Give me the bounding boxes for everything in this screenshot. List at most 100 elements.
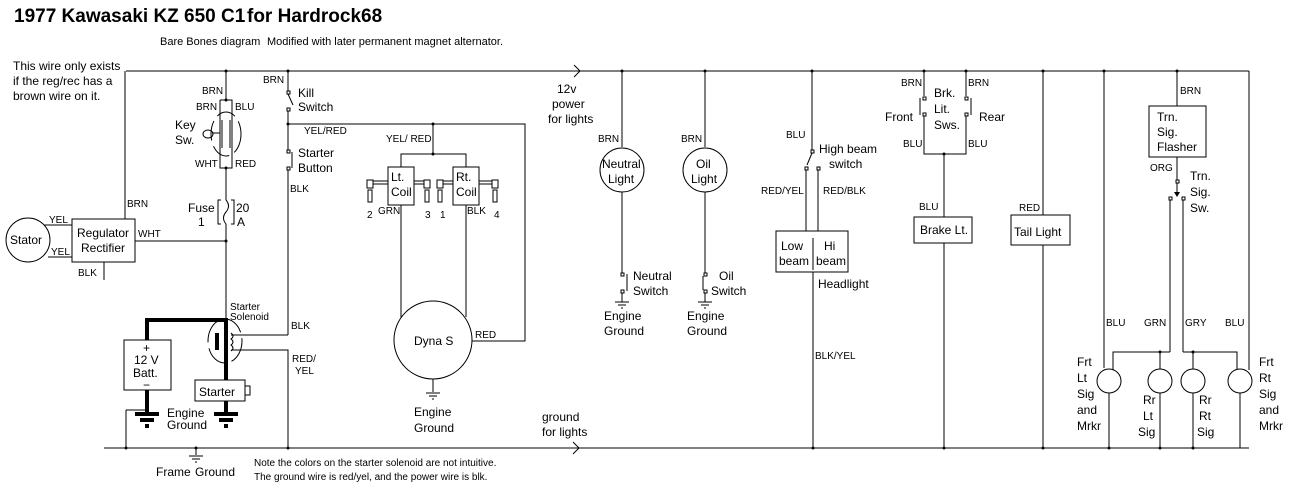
dyna-ground-icon [426,392,440,400]
battery [123,339,172,391]
wire-label-brn-key: BRN [202,86,223,97]
kill-switch-label-2: Switch [298,100,333,114]
starter-ground-icon [214,412,238,428]
diagram-title: 1977 Kawasaki KZ 650 C1 [14,6,246,27]
brake-switches-label-1: Brk. [934,86,955,100]
stator [5,217,51,263]
rr-lt-label: Rr Lt Sig [1138,393,1156,439]
wire-label-red-yel-2: YEL [295,366,314,377]
wire-label-wht-key: WHT [195,159,218,170]
svg-text:Sig: Sig [1138,425,1155,439]
fuse-label-2: 1 [198,215,205,229]
power-bus-label-1: 12v [557,82,576,96]
brake-switches-label-3: Sws. [934,118,960,132]
dyna-ground-label-1: Engine [414,405,452,419]
wire-label-blk-yel: BLK/YEL [815,351,856,362]
svg-text:Frt: Frt [1077,355,1092,369]
regulator-label-2: Rectifier [81,241,125,255]
wire-label-yel-red: YEL/RED [304,126,347,137]
neutral-switch-label-1: Neutral [633,269,672,283]
svg-text:Lt: Lt [1077,371,1088,385]
svg-text:and: and [1259,403,1279,417]
battery-ground-icon [135,412,159,428]
frame-ground-label-2: Ground [195,465,235,479]
svg-text:Rr: Rr [1199,393,1212,407]
wire-label-blk-button: BLK [290,184,309,195]
power-bus-label-2: power [552,97,585,111]
wire-label-brn-flasher: BRN [1180,86,1201,97]
wire-label-brn-key2: BRN [196,102,217,113]
svg-text:Rt: Rt [1259,371,1272,385]
rr-rt-label: Rr Rt Sig [1197,393,1214,439]
high-beam-switch[interactable] [804,149,821,171]
wire-label-yel-red-coils: YEL/ RED [386,134,432,145]
high-beam-switch-label-1: High beam [819,142,877,156]
headlight-low-1: Low [781,239,803,253]
svg-text:Rt: Rt [1199,409,1212,423]
wire-label-grn-ts: GRN [1144,318,1166,329]
flasher-label-1: Trn. [1157,110,1178,124]
wire-label-blu-hb: BLU [786,130,805,141]
rear-right-signal [1180,368,1206,394]
tail-light [1010,214,1071,246]
regulator-label-1: Regulator [77,226,129,240]
high-beam-switch-label-2: switch [829,157,862,171]
wire-label-brn-front: BRN [901,78,922,89]
turn-signal-switch[interactable] [1168,179,1186,201]
brake-rear-label: Rear [979,110,1005,124]
neutral-light-label-2: Light [608,172,635,186]
brown-wire-note-2: if the reg/rec has a [13,74,113,88]
ground-bus-label-2: for lights [542,425,587,439]
front-right-signal [1227,368,1253,394]
turn-switch-label-2: Sig. [1190,185,1211,199]
headlight-hi-2: beam [816,254,846,268]
brake-light [913,216,973,244]
fuse [217,199,235,225]
frt-lt-label: Frt Lt Sig and Mrkr [1077,355,1101,433]
plug-4: 4 [494,210,500,221]
neutral-ground-icon [615,301,629,309]
wire-label-blu-front: BLU [903,139,922,150]
headlight-label: Headlight [818,277,869,291]
starter-button-label-2: Button [298,161,333,175]
frame-ground-label-1: Frame [156,465,191,479]
wire-label-wht: WHT [138,229,161,240]
front-brake-switch [919,96,927,117]
neutral-ground-label-2: Ground [604,324,644,338]
flasher-label-2: Sig. [1157,125,1178,139]
diagram-subtitle-2: Modified with later permanent magnet alt… [267,36,503,48]
wire-label-blu-rear: BLU [968,139,987,150]
wire-label-blu-key: BLU [235,102,254,113]
wire-label-red-tail: RED [1019,203,1040,214]
solenoid-note-2: The ground wire is red/yel, and the powe… [254,472,487,483]
turn-switch-label-3: Sw. [1190,201,1209,215]
wire-label-brn-reg: BRN [127,199,148,210]
starter-button-label-1: Starter [298,146,334,160]
svg-text:Mrkr: Mrkr [1077,419,1101,433]
wire-label-brn-kill: BRN [263,75,284,86]
wire-label-blu-brake: BLU [919,202,938,213]
starter-button[interactable] [286,149,293,171]
key-switch-label-2: Sw. [175,133,194,147]
key-switch-label-1: Key [175,118,196,132]
plug-2: 2 [367,210,373,221]
kill-switch[interactable] [286,90,294,112]
fuse-rating-1: 20 [236,201,250,215]
key-switch [202,98,242,170]
headlight-low-2: beam [779,254,809,268]
right-coil-label-2: Coil [456,185,477,199]
turn-switch-label-1: Trn. [1190,169,1211,183]
svg-text:Frt: Frt [1259,355,1274,369]
svg-text:and: and [1077,403,1097,417]
neutral-switch-label-2: Switch [633,284,668,298]
starter-label: Starter [199,385,235,399]
battery-plus: + [143,341,150,355]
front-left-signal [1096,368,1122,394]
ground-bus [104,441,1249,455]
starter-solenoid [207,318,243,364]
ground-bus-label-1: ground [542,410,579,424]
battery-label-1: 12 V [134,353,159,367]
svg-text:Sig: Sig [1197,425,1214,439]
rear-left-signal [1147,368,1173,394]
